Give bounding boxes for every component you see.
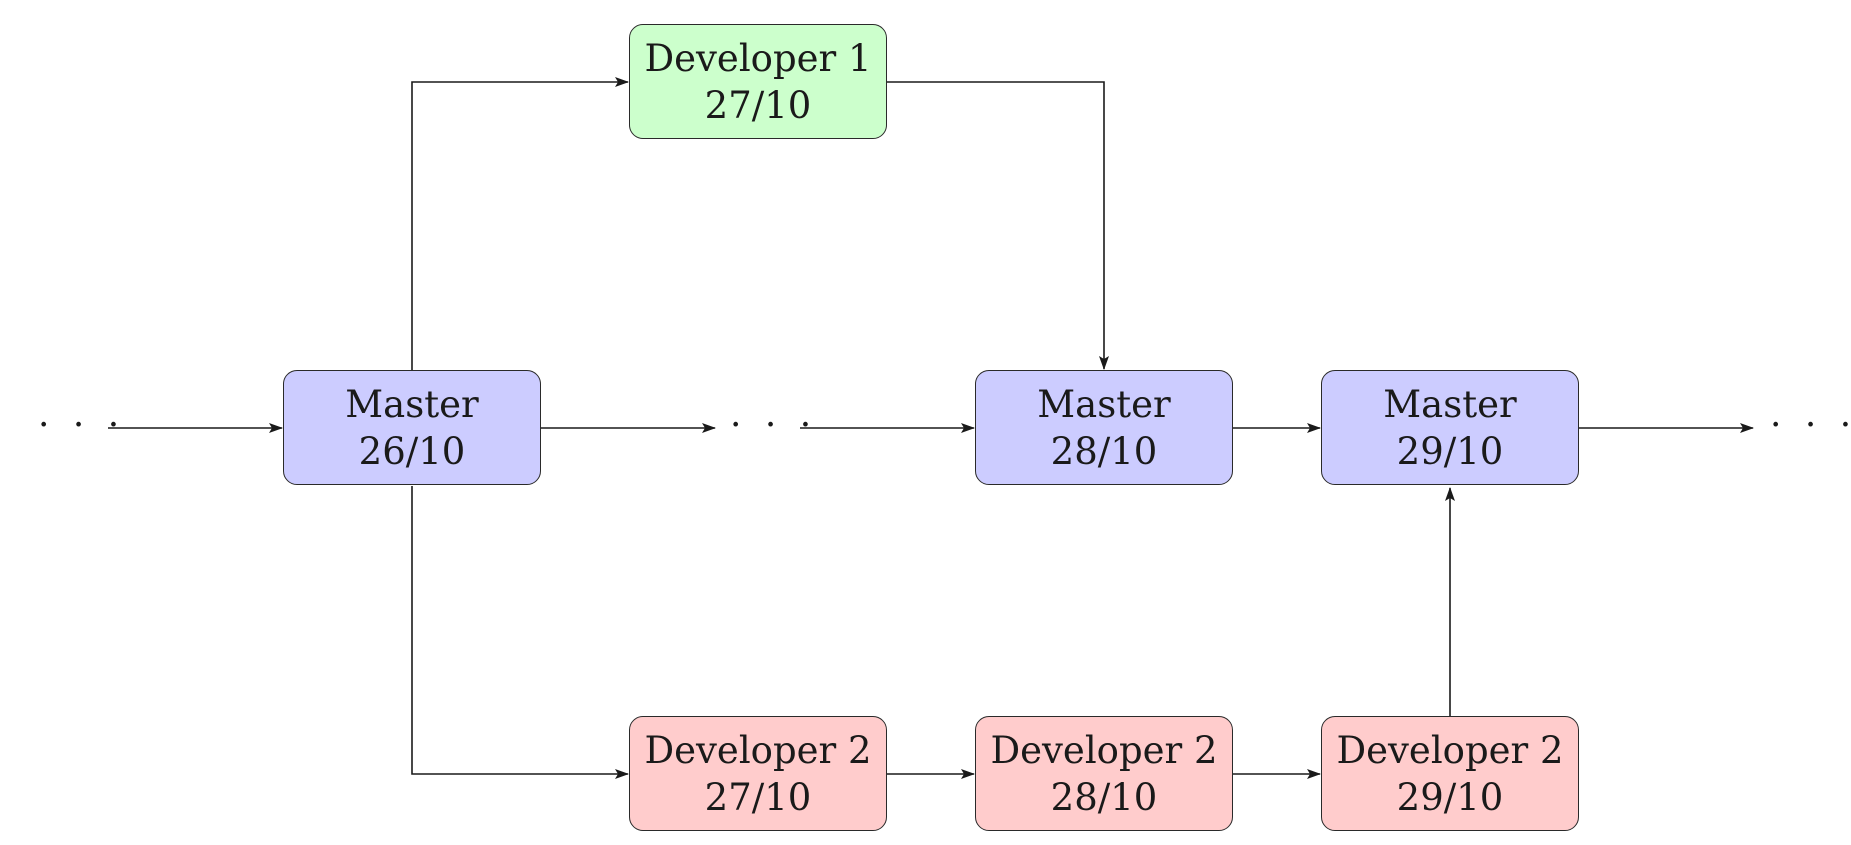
node-developer-2-28-10: Developer 2 28/10 bbox=[975, 716, 1233, 831]
node-developer-2-27-10: Developer 2 27/10 bbox=[629, 716, 887, 831]
node-date: 28/10 bbox=[1050, 775, 1158, 819]
node-title: Master bbox=[1037, 382, 1171, 426]
ellipsis-right: · · · bbox=[1770, 405, 1851, 446]
node-title: Master bbox=[345, 382, 479, 426]
ellipsis-left: · · · bbox=[38, 405, 126, 446]
node-title: Developer 2 bbox=[644, 728, 872, 772]
node-date: 29/10 bbox=[1396, 429, 1504, 473]
edge-master-26-to-developer-2-27 bbox=[411, 486, 629, 779]
node-developer-1-27-10: Developer 1 27/10 bbox=[629, 24, 887, 139]
node-master-29-10: Master 29/10 bbox=[1321, 370, 1579, 485]
node-master-28-10: Master 28/10 bbox=[975, 370, 1233, 485]
node-master-26-10: Master 26/10 bbox=[283, 370, 541, 485]
node-title: Master bbox=[1383, 382, 1517, 426]
node-developer-2-29-10: Developer 2 29/10 bbox=[1321, 716, 1579, 831]
node-title: Developer 2 bbox=[1336, 728, 1564, 772]
edge-master-26-to-developer-1 bbox=[411, 77, 629, 370]
node-date: 27/10 bbox=[704, 775, 812, 819]
ellipsis-middle: · · · bbox=[730, 405, 818, 446]
node-title: Developer 1 bbox=[644, 36, 872, 80]
node-title: Developer 2 bbox=[990, 728, 1218, 772]
node-date: 28/10 bbox=[1050, 429, 1158, 473]
edge-developer-1-to-master-28 bbox=[887, 81, 1109, 370]
node-date: 27/10 bbox=[704, 83, 812, 127]
node-date: 29/10 bbox=[1396, 775, 1504, 819]
node-date: 26/10 bbox=[358, 429, 466, 473]
